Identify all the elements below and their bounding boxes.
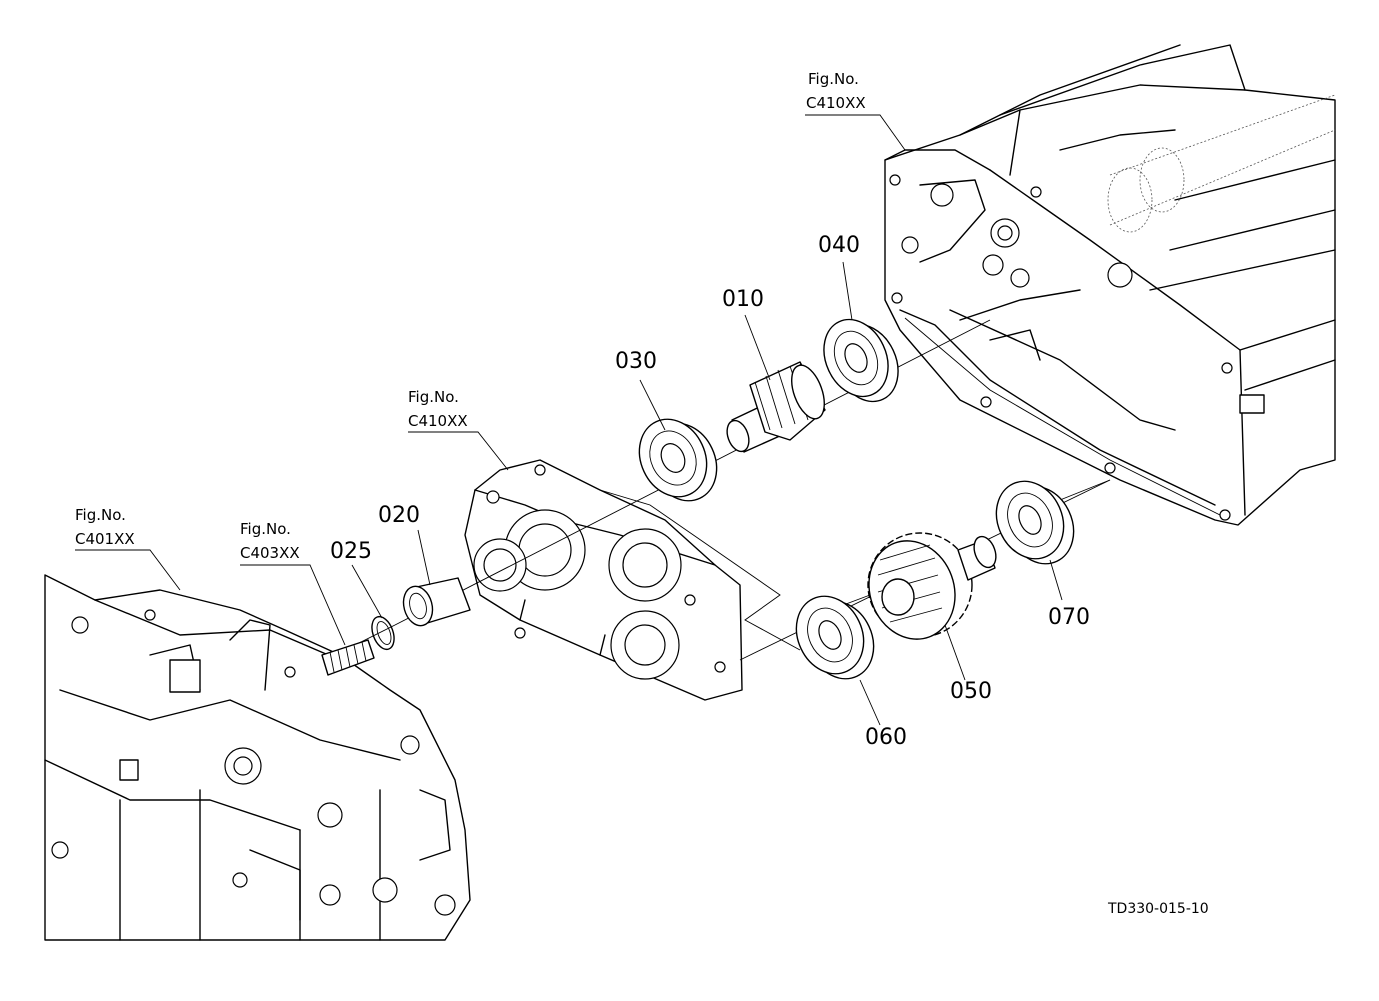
figure-ref-rear-case: Fig.No. C410XX [806, 70, 866, 112]
input-shaft-spline [321, 639, 375, 676]
figure-ref-mission-case: Fig.No. C401XX [75, 506, 135, 548]
figure-ref-bearing-case-line1: Fig.No. [408, 388, 459, 406]
figure-ref-bearing-case: Fig.No. C410XX [408, 388, 468, 430]
figure-ref-bearing-case-line2: C410XX [408, 412, 468, 430]
bearing-060 [795, 595, 875, 680]
drawing-code: TD330-015-10 [1107, 901, 1209, 917]
snap-ring-025 [371, 615, 395, 651]
bearing-040 [823, 318, 899, 403]
part-number-030: 030 [615, 349, 657, 374]
bearing-case [464, 459, 743, 701]
figure-ref-shaft-line2: C403XX [240, 544, 300, 562]
part-number-020: 020 [378, 503, 420, 528]
figure-ref-mission-case-line2: C401XX [75, 530, 135, 548]
figure-ref-rear-case-line1: Fig.No. [808, 70, 859, 88]
leader-lines [75, 114, 1063, 726]
figure-ref-shaft-line1: Fig.No. [240, 520, 291, 538]
part-number-050: 050 [950, 679, 992, 704]
bearing-070 [995, 480, 1075, 565]
shaft-gear-010 [726, 361, 826, 453]
mission-case [44, 574, 471, 941]
figure-ref-rear-case-line2: C410XX [806, 94, 866, 112]
rear-transmission-case [884, 44, 1336, 526]
part-number-010: 010 [722, 287, 764, 312]
part-number-040: 040 [818, 233, 860, 258]
collar-020 [402, 577, 471, 627]
gear-050 [867, 532, 997, 640]
part-number-060: 060 [865, 725, 907, 750]
figure-ref-shaft: Fig.No. C403XX [240, 520, 300, 562]
bearing-030 [638, 418, 718, 502]
figure-ref-mission-case-line1: Fig.No. [75, 506, 126, 524]
part-number-025: 025 [330, 539, 372, 564]
part-number-070: 070 [1048, 605, 1090, 630]
